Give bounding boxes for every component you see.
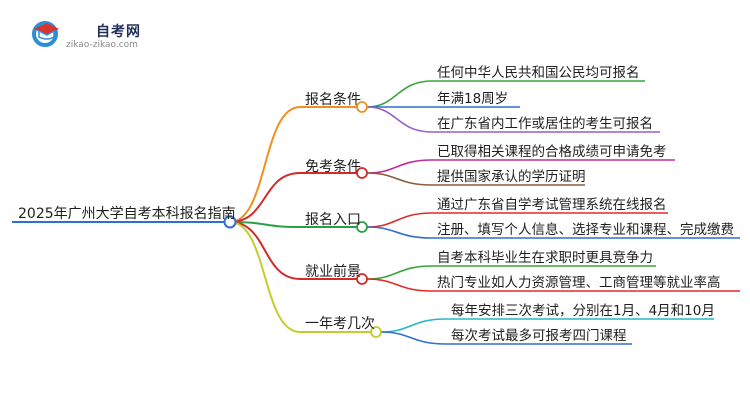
branch-connector: [229, 106, 301, 223]
branch-connector: [229, 221, 301, 228]
root-node-label: 2025年广州大学自考本科报名指南: [18, 206, 236, 222]
branch-node-circle: [356, 167, 368, 179]
leaf-connector: [366, 265, 433, 280]
leaf-text: 已取得相关课程的合格成绩可申请免考: [437, 144, 667, 160]
leaf-text: 提供国家承认的学历证明: [437, 169, 586, 185]
branch-node-circle: [356, 273, 368, 285]
branch-label-registration-portal: 报名入口: [305, 212, 361, 228]
leaf-text: 热门专业如人力资源管理、工商管理等就业率高: [437, 275, 721, 291]
branch-node-circle: [356, 101, 368, 113]
leaf-connector: [366, 80, 433, 108]
leaf-connector: [366, 278, 433, 292]
logo-url: zikao-zikao.com: [66, 40, 138, 50]
leaf-connector: [380, 331, 447, 345]
leaf-text: 注册、填写个人信息、选择专业和课程、完成缴费: [437, 222, 734, 238]
branch-connector: [229, 221, 301, 280]
branch-label-career-prospects: 就业前景: [305, 264, 361, 280]
leaf-text: 年满18周岁: [437, 91, 509, 107]
leaf-text: 通过广东省自学考试管理系统在线报名: [437, 197, 667, 213]
root-node-circle: [223, 215, 237, 229]
leaf-connector: [366, 106, 433, 133]
logo-title: 自考网: [96, 24, 141, 40]
branch-label-exams-per-year: 一年考几次: [305, 316, 375, 332]
branch-label-registration-requirements: 报名条件: [305, 92, 361, 108]
branch-connector: [229, 221, 301, 333]
branch-connector: [229, 172, 301, 223]
branch-node-circle: [356, 221, 368, 233]
leaf-connector: [366, 226, 433, 239]
leaf-connector: [380, 318, 447, 333]
site-logo[interactable]: 自考网 zikao-zikao.com: [30, 18, 190, 54]
leaf-connector: [366, 172, 433, 186]
leaf-text: 每年安排三次考试，分别在1月、4月和10月: [451, 303, 715, 319]
branch-node-circle: [370, 326, 382, 338]
leaf-connector: [366, 212, 433, 228]
leaf-text: 任何中华人民共和国公民均可报名: [437, 65, 640, 81]
branch-label-exemption-conditions: 免考条件: [305, 159, 361, 175]
leaf-text: 在广东省内工作或居住的考生可报名: [437, 116, 653, 132]
graduation-cap-logo-icon: [32, 21, 59, 47]
leaf-text: 自考本科毕业生在求职时更具竞争力: [437, 250, 653, 266]
leaf-connector: [366, 159, 433, 174]
leaf-text: 每次考试最多可报考四门课程: [451, 328, 627, 344]
